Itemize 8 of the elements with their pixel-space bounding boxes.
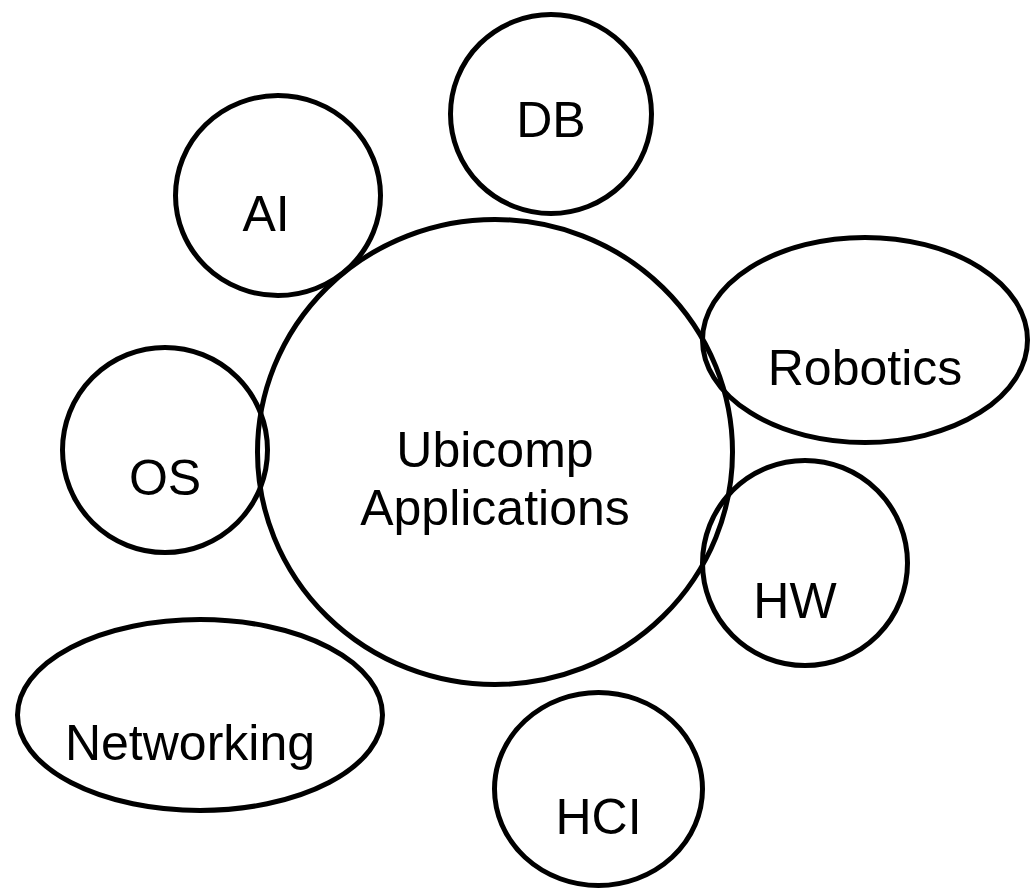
topic-label: HCI — [554, 789, 643, 847]
topic-label: DB — [515, 92, 587, 150]
topic-label: Networking — [63, 715, 317, 773]
topic-label: AI — [241, 185, 291, 243]
topic-label: HW — [752, 573, 838, 631]
topic-label: Ubicomp Applications — [359, 422, 631, 537]
topic-label: Robotics — [766, 340, 964, 398]
topic-label: OS — [127, 450, 203, 508]
